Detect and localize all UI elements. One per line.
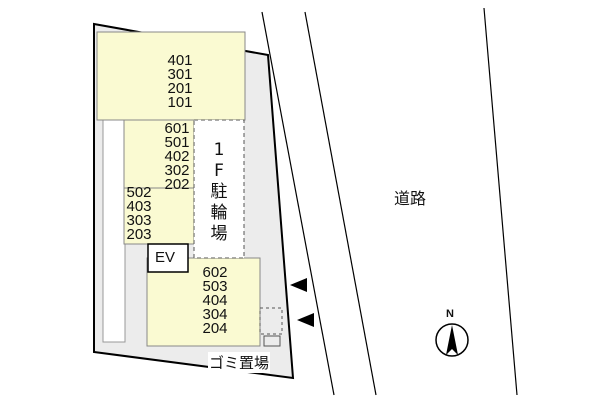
unit-label: 602 xyxy=(202,264,228,281)
entrance-arrow-icon xyxy=(297,313,314,327)
entrance-arrow-icon xyxy=(290,278,307,292)
bicycle-parking xyxy=(193,119,245,259)
unit-labels-bottom: 602 503 404 304 204 xyxy=(196,264,234,337)
unit-label: 202 xyxy=(164,176,190,193)
unit-label: 204 xyxy=(202,320,228,337)
garbage-area-inner xyxy=(263,335,281,347)
unit-label: 101 xyxy=(167,94,193,111)
parking-char: 輪 xyxy=(210,203,228,223)
unit-label: 502 xyxy=(126,184,152,201)
unit-label: 403 xyxy=(126,198,152,215)
elevator-box xyxy=(147,243,189,273)
unit-label: 404 xyxy=(202,292,228,309)
unit-labels-left: 502 403 303 203 xyxy=(120,184,158,243)
unit-label: 503 xyxy=(202,278,228,295)
road-label: 道路 xyxy=(394,189,427,208)
elevator-label: EV xyxy=(155,249,176,266)
road-line xyxy=(261,11,335,396)
unit-label: 203 xyxy=(126,226,152,243)
bicycle-parking-label: 1 F 駐 輪 場 xyxy=(209,140,229,245)
unit-label: 601 xyxy=(164,120,190,137)
garbage-area-label: ゴミ置場 xyxy=(208,352,271,373)
parking-char: 場 xyxy=(210,224,228,244)
parking-char: 1 xyxy=(213,140,225,160)
unit-labels-mid: 601 501 402 302 202 xyxy=(159,120,195,193)
unit-label: 304 xyxy=(202,306,228,323)
compass-needle-icon xyxy=(446,325,458,355)
unit-label: 402 xyxy=(164,148,190,165)
unit-label: 303 xyxy=(126,212,152,229)
unit-label: 201 xyxy=(167,80,193,97)
building-block-top xyxy=(96,31,246,121)
unit-label: 302 xyxy=(164,162,190,179)
road-line xyxy=(304,11,377,396)
road-line xyxy=(483,7,518,396)
unit-labels-top: 401 301 201 101 xyxy=(162,52,198,111)
unit-label: 301 xyxy=(167,66,193,83)
parking-char: F xyxy=(214,161,224,181)
unit-label: 501 xyxy=(164,134,190,151)
building-block-left xyxy=(123,187,195,245)
parking-char: 駐 xyxy=(210,182,228,202)
building-block-mid xyxy=(123,119,195,189)
unit-label: 401 xyxy=(167,52,193,69)
compass-north-label: N xyxy=(446,308,454,320)
